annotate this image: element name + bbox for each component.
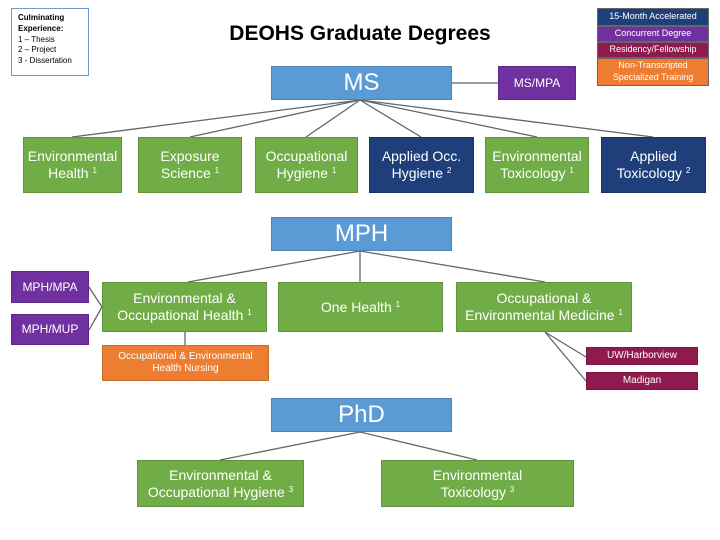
label: Exposure <box>160 148 220 165</box>
key-heading: Experience: <box>18 23 64 33</box>
label: Health <box>48 165 89 181</box>
mph-occ-env-medicine[interactable]: Occupational &Environmental Medicine 1 <box>456 282 632 332</box>
footnote: 2 <box>446 166 452 175</box>
legend-concurrent: Concurrent Degree <box>597 26 709 42</box>
phd-env-occ-hygiene[interactable]: Environmental &Occupational Hygiene 3 <box>137 460 304 507</box>
label: Occupational & Environmental <box>118 351 253 362</box>
label: Applied <box>630 148 677 165</box>
legend-accelerated: 15-Month Accelerated <box>597 8 709 26</box>
footnote: 1 <box>247 308 252 317</box>
label: Occupational <box>265 148 348 165</box>
ms-degree-box[interactable]: MS <box>271 66 452 100</box>
legend-training: Non-Transcripted Specialized Training <box>597 58 709 86</box>
culminating-experience-key: Culminating Experience: 1 – Thesis 2 – P… <box>11 8 89 76</box>
footnote: 3 <box>509 484 515 494</box>
label: Science <box>160 165 211 181</box>
footnote: 1 <box>569 166 574 175</box>
phd-degree-box[interactable]: PhD <box>271 398 452 432</box>
key-item: 1 – Thesis <box>18 34 55 44</box>
residency-uw-harborview[interactable]: UW/Harborview <box>586 347 698 365</box>
label: Toxicology <box>616 165 683 181</box>
label: Environmental Medicine <box>465 307 615 323</box>
label: Toxicology <box>500 165 566 181</box>
mph-one-health[interactable]: One Health 1 <box>278 282 443 332</box>
footnote: 2 <box>685 166 691 175</box>
label: Environmental & <box>133 290 236 307</box>
mph-mpa-box[interactable]: MPH/MPA <box>11 271 89 303</box>
label: Toxicology <box>440 483 507 500</box>
footnote: 3 <box>288 484 294 494</box>
footnote: 1 <box>395 299 401 309</box>
mph-mup-box[interactable]: MPH/MUP <box>11 314 89 345</box>
footnote: 1 <box>92 166 97 175</box>
label: Health Nursing <box>152 363 219 374</box>
ms-mpa-box[interactable]: MS/MPA <box>498 66 576 100</box>
label: Environmental <box>432 466 523 483</box>
mph-env-occ-health[interactable]: Environmental &Occupational Health 1 <box>102 282 267 332</box>
label: Occupational Hygiene <box>147 483 285 500</box>
label: Hygiene <box>391 165 444 181</box>
page-title: DEOHS Graduate Degrees <box>229 22 491 45</box>
key-heading: Culminating <box>18 13 65 22</box>
label: Occupational Health <box>117 307 244 323</box>
label: Hygiene <box>276 165 329 181</box>
footnote: 1 <box>618 308 623 317</box>
label: Occupational & <box>496 290 592 307</box>
key-item: 2 – Project <box>18 45 57 55</box>
key-item: 3 - Dissertation <box>18 56 72 66</box>
label: One Health <box>320 298 392 315</box>
legend-residency: Residency/Fellowship <box>597 42 709 58</box>
residency-madigan[interactable]: Madigan <box>586 372 698 390</box>
footnote: 1 <box>214 166 220 175</box>
label: Applied Occ. <box>381 148 462 165</box>
label: Environmental & <box>169 466 272 483</box>
label: Environmental <box>492 148 582 165</box>
mph-degree-box[interactable]: MPH <box>271 217 452 251</box>
ms-applied-occ-hygiene[interactable]: Applied Occ.Hygiene 2 <box>369 137 474 193</box>
label: Environmental <box>27 148 118 165</box>
footnote: 1 <box>331 166 337 175</box>
